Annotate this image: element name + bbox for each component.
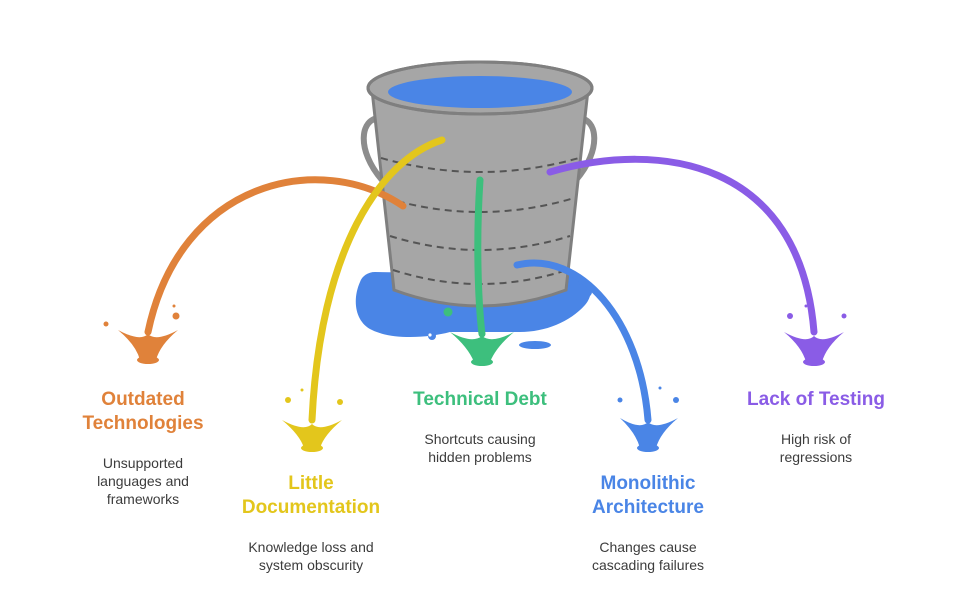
- title-line: Lack of Testing: [747, 389, 885, 410]
- monolithic-architecture-splash: [617, 386, 679, 452]
- technical-debt-description: Shortcuts causing hidden problems: [413, 430, 547, 466]
- title-line: Technical Debt: [413, 389, 547, 410]
- monolithic-architecture-title: Monolithic Architecture: [592, 472, 704, 520]
- title-line: Documentation: [241, 497, 381, 518]
- little-documentation-label: Little Documentation Knowledge loss and …: [242, 472, 380, 574]
- lack-of-testing-splash: [784, 304, 847, 366]
- desc-line: Shortcuts causing: [424, 431, 536, 447]
- outdated-technologies-stream: [144, 176, 407, 336]
- little-documentation-description: Knowledge loss and system obscurity: [242, 538, 380, 574]
- desc-line: cascading failures: [591, 557, 705, 573]
- technical-debt-stream: [474, 176, 486, 338]
- technical-debt-title: Technical Debt: [413, 388, 547, 412]
- desc-line: Knowledge loss and: [248, 539, 374, 555]
- desc-line: languages and: [97, 473, 189, 489]
- little-documentation-title: Little Documentation: [242, 472, 380, 520]
- desc-line: frameworks: [106, 491, 180, 507]
- title-line: Outdated: [101, 389, 185, 410]
- desc-line: regressions: [779, 449, 853, 465]
- outdated-technologies-description: Unsupported languages and frameworks: [82, 454, 203, 508]
- outdated-technologies-splash: [103, 304, 180, 364]
- outdated-technologies-title: Outdated Technologies: [82, 388, 203, 436]
- technical-debt-splash: [450, 332, 514, 366]
- lack-of-testing-stream: [546, 155, 818, 336]
- monolithic-architecture-description: Changes cause cascading failures: [592, 538, 704, 574]
- monolithic-architecture-stream: [513, 259, 652, 424]
- title-line: Monolithic: [600, 473, 696, 494]
- desc-line: Unsupported: [102, 455, 184, 471]
- little-documentation-splash: [282, 388, 343, 452]
- desc-line: hidden problems: [428, 449, 532, 465]
- title-line: Little: [288, 473, 334, 494]
- monolithic-architecture-label: Monolithic Architecture Changes cause ca…: [592, 472, 704, 574]
- lack-of-testing-label: Lack of Testing High risk of regressions: [747, 388, 885, 466]
- technical-debt-label: Technical Debt Shortcuts causing hidden …: [413, 388, 547, 466]
- desc-line: system obscurity: [258, 557, 364, 573]
- desc-line: High risk of: [780, 431, 852, 447]
- little-documentation-stream: [308, 136, 446, 424]
- title-line: Technologies: [82, 413, 204, 434]
- lack-of-testing-title: Lack of Testing: [747, 388, 885, 412]
- outdated-technologies-label: Outdated Technologies Unsupported langua…: [82, 388, 203, 508]
- desc-line: Changes cause: [599, 539, 697, 555]
- title-line: Architecture: [592, 497, 704, 518]
- lack-of-testing-description: High risk of regressions: [747, 430, 885, 466]
